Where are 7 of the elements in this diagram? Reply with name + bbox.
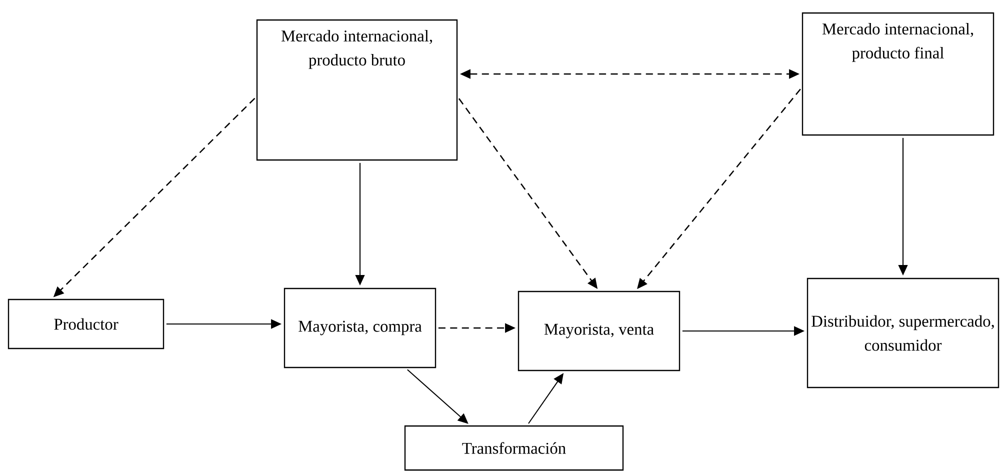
process-box: Mercado internacional, producto bruto bbox=[256, 19, 458, 161]
process-box: Distribuidor, supermercado, consumidor bbox=[806, 278, 1000, 388]
process-box: Productor bbox=[8, 298, 164, 350]
process-box: Mayorista, venta bbox=[518, 290, 680, 372]
process-box: Mercado internacional, producto final bbox=[802, 12, 994, 136]
process-box: Transformación bbox=[404, 425, 624, 471]
process-box: Mayorista, compra bbox=[284, 288, 436, 368]
